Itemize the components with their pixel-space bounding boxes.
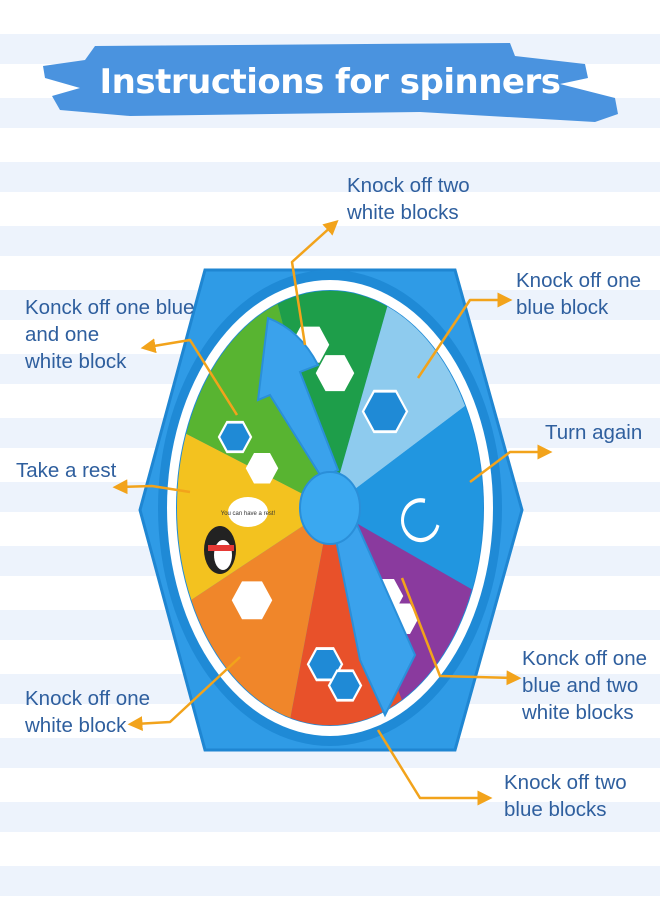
arrow-knock-one-blue	[416, 292, 513, 379]
label-turn-again: Turn again	[545, 421, 643, 444]
spinner-pointer[interactable]	[256, 316, 417, 718]
arrow-one-blue-one-white	[140, 338, 239, 416]
pointer-hub	[299, 471, 361, 545]
penguin-speech-bubble: You can have a rest!	[221, 511, 276, 517]
arrow-turn-again	[469, 444, 553, 483]
white-block-icon	[245, 452, 279, 484]
label-one-blue-one-white: Konck off one blue and one white block	[25, 296, 195, 373]
label-one-white: Knock off one white block	[25, 687, 150, 737]
turn-again-icon	[401, 498, 440, 543]
title-banner-brushstroke	[43, 43, 618, 122]
penguin-illustration: You can have a rest!	[204, 497, 276, 574]
arrow-one-white	[127, 656, 241, 732]
blue-block-icon	[361, 389, 409, 434]
arrow-two-blue	[376, 729, 493, 806]
label-knock-one-blue: Knock off one blue block	[516, 269, 641, 319]
label-two-blue: Knock off two blue blocks	[504, 771, 627, 821]
page-title: Instructions for spinners	[99, 62, 561, 102]
arrow-take-rest	[112, 479, 191, 495]
arrow-one-blue-two-white	[400, 577, 522, 686]
arrow-knock-two-white	[290, 219, 339, 346]
wheel-segment-lime	[186, 303, 330, 508]
blue-block-icon	[217, 420, 253, 454]
blue-block-icon	[327, 669, 363, 702]
label-knock-two-white: Knock off two white blocks	[347, 174, 470, 224]
wheel-segment-blue	[330, 406, 483, 590]
label-one-blue-two-white: Konck off one blue and two white blocks	[522, 647, 647, 724]
white-block-icon	[231, 581, 273, 620]
label-take-rest: Take a rest	[16, 459, 117, 482]
white-block-icon	[315, 355, 355, 392]
